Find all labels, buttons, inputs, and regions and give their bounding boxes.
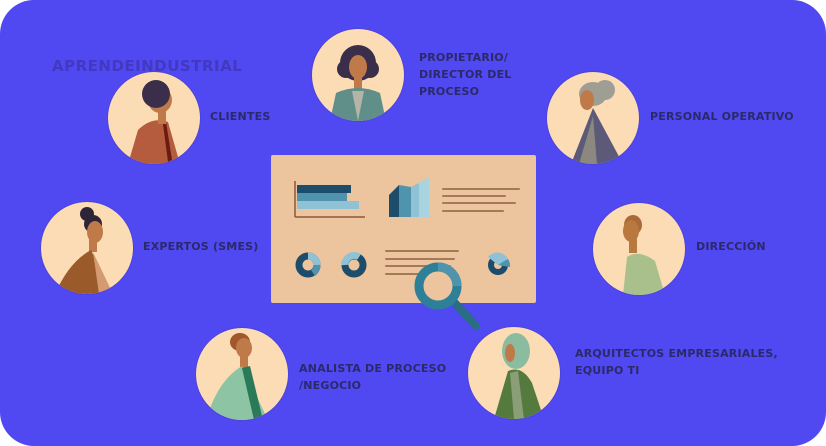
label-direccion: DIRECCIÓN: [696, 240, 766, 253]
person-icon: [55, 207, 113, 294]
person-icon: [494, 333, 544, 419]
avatar-expertos: [41, 202, 133, 294]
person-icon: [330, 45, 386, 121]
label-propietario: PROPIETARIO/ DIRECTOR DEL PROCESO: [419, 51, 512, 98]
area-chart-icon: [389, 177, 429, 217]
pie-chart-icon: [488, 252, 511, 275]
avatar-clientes: [108, 72, 200, 164]
person-icon: [571, 80, 623, 164]
label-expertos: EXPERTOS (SMES): [143, 240, 259, 253]
avatar-direccion: [593, 203, 685, 295]
magnifier-icon: [414, 262, 480, 330]
avatar-personal-operativo: [547, 72, 639, 164]
label-analista: ANALISTA DE PROCESO /NEGOCIO: [299, 362, 447, 392]
label-clientes: CLIENTES: [210, 110, 271, 123]
person-icon: [206, 333, 268, 420]
brand-watermark: APRENDEINDUSTRIAL: [52, 57, 243, 75]
avatar-analista: [196, 328, 288, 420]
person-icon: [128, 80, 180, 164]
avatar-arquitectos: [468, 327, 560, 419]
label-personal-operativo: PERSONAL OPERATIVO: [650, 110, 794, 123]
bar-chart-icon: [294, 181, 365, 218]
donut-chart-icon: [295, 252, 321, 278]
label-arquitectos: ARQUITECTOS EMPRESARIALES, EQUIPO TI: [575, 347, 778, 377]
dashboard-panel: [271, 155, 536, 303]
avatar-propietario: [312, 29, 404, 121]
person-icon: [623, 215, 665, 295]
donut-chart-icon: [341, 252, 367, 278]
